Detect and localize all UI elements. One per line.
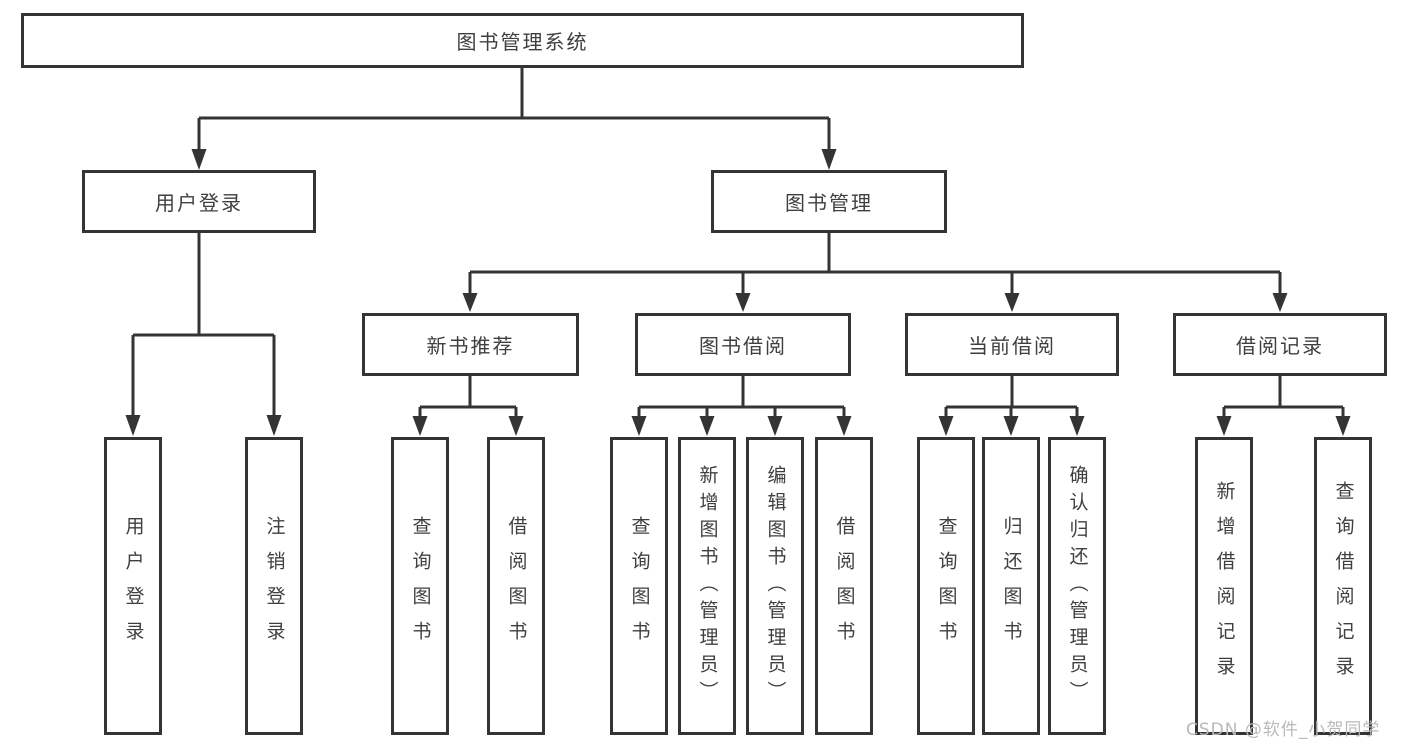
node-book-management: 图书管理 [711,170,947,233]
leaf-add-borrow-record: 新增借阅记录 [1195,437,1253,735]
leaf-query-borrow-record: 查询借阅记录 [1314,437,1372,735]
leaf-return-book: 归还图书 [982,437,1040,735]
leaf-borrow-book: 借阅图书 [815,437,873,735]
node-user-login: 用户登录 [82,170,316,233]
node-book-borrow: 图书借阅 [635,313,851,376]
node-borrow-record: 借阅记录 [1173,313,1387,376]
leaf-borrow-book-newbook: 借阅图书 [487,437,545,735]
leaf-query-book-newbook: 查询图书 [391,437,449,735]
node-library-system-root: 图书管理系统 [21,13,1024,68]
arrowheads [125,149,1351,436]
leaf-confirm-return-admin: 确认归还（管理员） [1048,437,1106,735]
leaf-query-book-borrow: 查询图书 [610,437,668,735]
node-new-book-recommend: 新书推荐 [362,313,579,376]
leaf-add-book-admin: 新增图书（管理员） [678,437,736,735]
leaf-edit-book-admin: 编辑图书（管理员） [746,437,804,735]
leaf-query-book-current: 查询图书 [917,437,975,735]
csdn-watermark: CSDN @软件_小贺同学 [1186,720,1381,740]
node-current-borrow: 当前借阅 [905,313,1119,376]
leaf-user-login: 用户登录 [104,437,162,735]
leaf-logout: 注销登录 [245,437,303,735]
